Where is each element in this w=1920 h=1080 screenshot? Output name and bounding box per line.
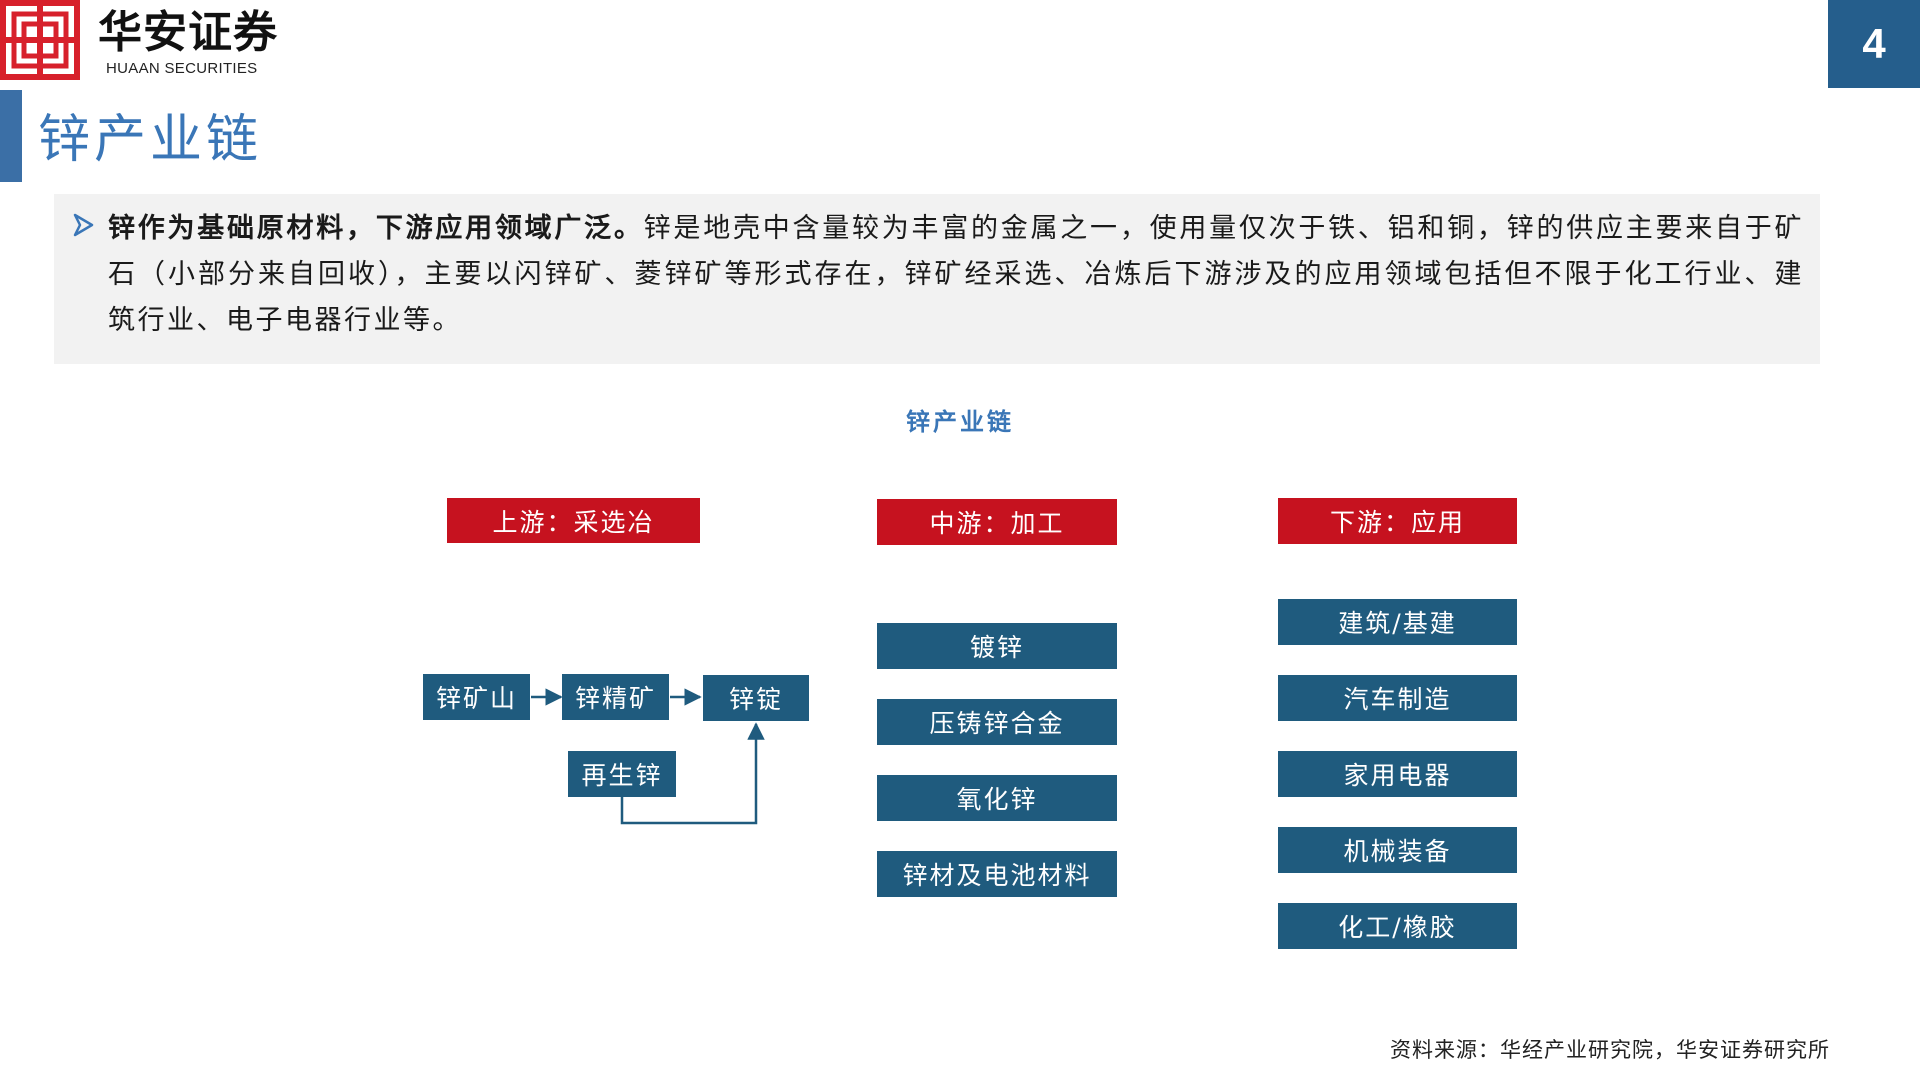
arrow-recycle-to-ingot bbox=[620, 722, 765, 825]
summary-box bbox=[54, 194, 1820, 364]
down-item-construction: 建筑/基建 bbox=[1278, 599, 1517, 645]
down-item-machinery: 机械装备 bbox=[1278, 827, 1517, 873]
brand-name-cn: 华安证券 bbox=[98, 7, 278, 58]
node-zinc-ingot: 锌锭 bbox=[703, 675, 809, 721]
mid-item-zinc-material-battery: 锌材及电池材料 bbox=[877, 851, 1117, 897]
title-accent-bar bbox=[0, 90, 22, 182]
node-recycled-zinc: 再生锌 bbox=[568, 751, 676, 797]
mid-item-zinc-oxide: 氧化锌 bbox=[877, 775, 1117, 821]
node-zinc-concentrate: 锌精矿 bbox=[562, 674, 669, 720]
mid-item-die-cast-alloy: 压铸锌合金 bbox=[877, 699, 1117, 745]
upstream-header: 上游：采选冶 bbox=[447, 498, 700, 543]
mid-item-galvanizing: 镀锌 bbox=[877, 623, 1117, 669]
midstream-header: 中游：加工 bbox=[877, 499, 1117, 545]
down-item-appliances: 家用电器 bbox=[1278, 751, 1517, 797]
arrow-bullet-icon bbox=[73, 213, 94, 237]
down-item-chemical-rubber: 化工/橡胶 bbox=[1278, 903, 1517, 949]
node-zinc-mine: 锌矿山 bbox=[423, 674, 530, 720]
brand-name-en: HUAAN SECURITIES bbox=[106, 60, 258, 77]
downstream-header: 下游：应用 bbox=[1278, 498, 1517, 544]
page-number: 4 bbox=[1828, 0, 1920, 88]
source-note: 资料来源：华经产业研究院，华安证券研究所 bbox=[1390, 1038, 1830, 1062]
diagram-title: 锌产业链 bbox=[906, 407, 1014, 436]
summary-lead: 锌作为基础原材料，下游应用领域广泛。 bbox=[108, 213, 644, 244]
summary-text: 锌作为基础原材料，下游应用领域广泛。锌是地壳中含量较为丰富的金属之一，使用量仅次… bbox=[108, 206, 1804, 344]
down-item-automotive: 汽车制造 bbox=[1278, 675, 1517, 721]
page-title: 锌产业链 bbox=[38, 110, 263, 170]
huaan-logo-icon bbox=[0, 0, 80, 80]
summary-body: 锌是地壳中含量较为丰富的金属之一，使用量仅次于铁、铝和铜，锌的供应主要来自于矿石… bbox=[108, 213, 1805, 336]
